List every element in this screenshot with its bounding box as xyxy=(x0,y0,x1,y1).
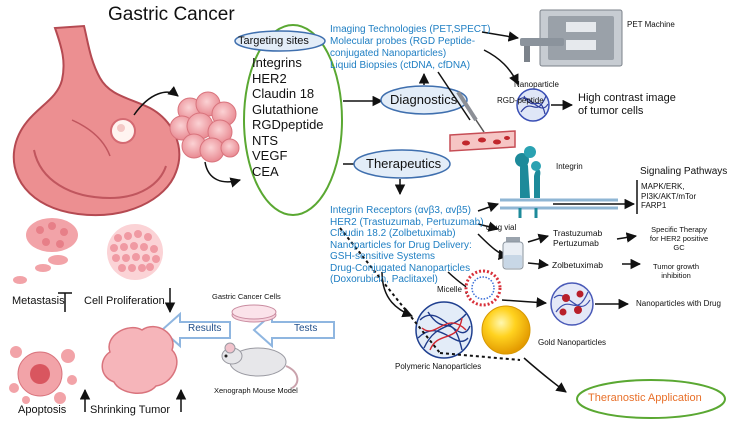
pet-machine-label: PET Machine xyxy=(627,20,675,29)
tumor-cell-cluster xyxy=(169,91,240,163)
mouse-icon xyxy=(221,342,299,389)
polymeric-nanoparticle-icon xyxy=(415,301,473,359)
targeting-sites-list: Integrins HER2 Claudin 18 Glutathione RG… xyxy=(252,55,324,179)
polymeric-nanoparticles-label: Polymeric Nanoparticles xyxy=(395,362,482,371)
targeting-sites-label: Targeting sites xyxy=(238,35,309,47)
diagnostic-methods: Imaging Technologies (PET,SPECT) Molecul… xyxy=(330,24,491,71)
metastasis-illustration xyxy=(13,218,78,284)
micelle-label: Micelle xyxy=(437,285,462,294)
micelle-icon xyxy=(464,269,502,307)
drug-loaded-nanoparticle-icon xyxy=(550,282,594,326)
gold-nanoparticles-label: Gold Nanoparticles xyxy=(538,338,607,347)
target-item: Claudin 18 xyxy=(252,86,315,101)
xenograph-mouse-model-label: Xenograph Mouse Model xyxy=(214,386,298,395)
nanoparticle-label: Nanoparticle xyxy=(514,80,559,89)
target-item: Glutathione xyxy=(252,101,319,117)
target-item: VEGF xyxy=(252,148,288,163)
targeting-ellipse xyxy=(243,24,343,216)
diagram-title: Gastric Cancer xyxy=(108,4,235,25)
tests-label: Tests xyxy=(294,323,318,334)
drug-vial-icon xyxy=(502,237,524,270)
target-item: Integrins xyxy=(252,55,302,70)
target-item: CEA xyxy=(252,163,279,179)
pet-machine-icon xyxy=(520,9,623,67)
therapeutic-targets: Integrin Receptors (αvβ3, αvβ5) HER2 (Tr… xyxy=(330,205,484,285)
therapeutics-label: Therapeutics xyxy=(366,156,442,171)
shrinking-tumor-illustration xyxy=(101,325,178,394)
her2-drugs: Trastuzumab Pertuzumab xyxy=(553,228,603,248)
target-item: RGDpeptide xyxy=(252,117,324,132)
targeting-sites-oval xyxy=(234,30,326,52)
nanoparticle-icon xyxy=(516,88,550,122)
zolbetuximab-label: Zolbetuximab xyxy=(552,260,604,270)
theranostic-oval xyxy=(576,379,726,419)
diagnostics-oval xyxy=(380,85,468,115)
gastric-cancer-cells-label: Gastric Cancer Cells xyxy=(212,292,281,301)
rgd-peptide-label: RGD-peptide xyxy=(497,96,544,105)
therapeutics-oval xyxy=(353,149,451,179)
specific-therapy-note: Specific Therapy for HER2 positive GC xyxy=(649,225,709,252)
theranostic-application-label: Theranostic Application xyxy=(588,392,702,404)
tumor-growth-note: Tumor growth inhibition xyxy=(653,262,699,280)
stomach-illustration xyxy=(12,24,181,216)
integrin-membrane-icon xyxy=(500,146,618,218)
cell-proliferation-illustration xyxy=(107,224,163,280)
diagnostic-result: High contrast image of tumor cells xyxy=(578,92,676,117)
petri-dish-icon xyxy=(231,304,277,323)
signaling-pathways-list: MAPK/ERK, PI3K/AKT/mTor FARP1 xyxy=(641,182,697,210)
results-label: Results xyxy=(188,323,222,334)
signaling-pathways-title: Signaling Pathways xyxy=(640,166,728,177)
drug-vial-label: drug vial xyxy=(486,223,517,232)
syringe-icon xyxy=(456,90,485,133)
apoptosis-label: Apoptosis xyxy=(18,404,67,416)
cell-proliferation-label: Cell Proliferation xyxy=(84,295,165,307)
blood-vessel-icon xyxy=(449,130,516,152)
nanoparticles-with-drug-label: Nanoparticles with Drug xyxy=(636,299,721,308)
apoptosis-illustration xyxy=(9,346,77,404)
metastasis-label: Metastasis xyxy=(12,295,65,307)
diagnostics-label: Diagnostics xyxy=(390,92,458,107)
shrinking-tumor-label: Shrinking Tumor xyxy=(90,404,171,416)
target-item: NTS xyxy=(252,132,278,148)
target-item: HER2 xyxy=(252,70,287,86)
integrin-label: Integrin xyxy=(556,162,583,171)
gold-nanoparticle-icon xyxy=(481,305,531,355)
tests-arrow xyxy=(252,311,335,349)
